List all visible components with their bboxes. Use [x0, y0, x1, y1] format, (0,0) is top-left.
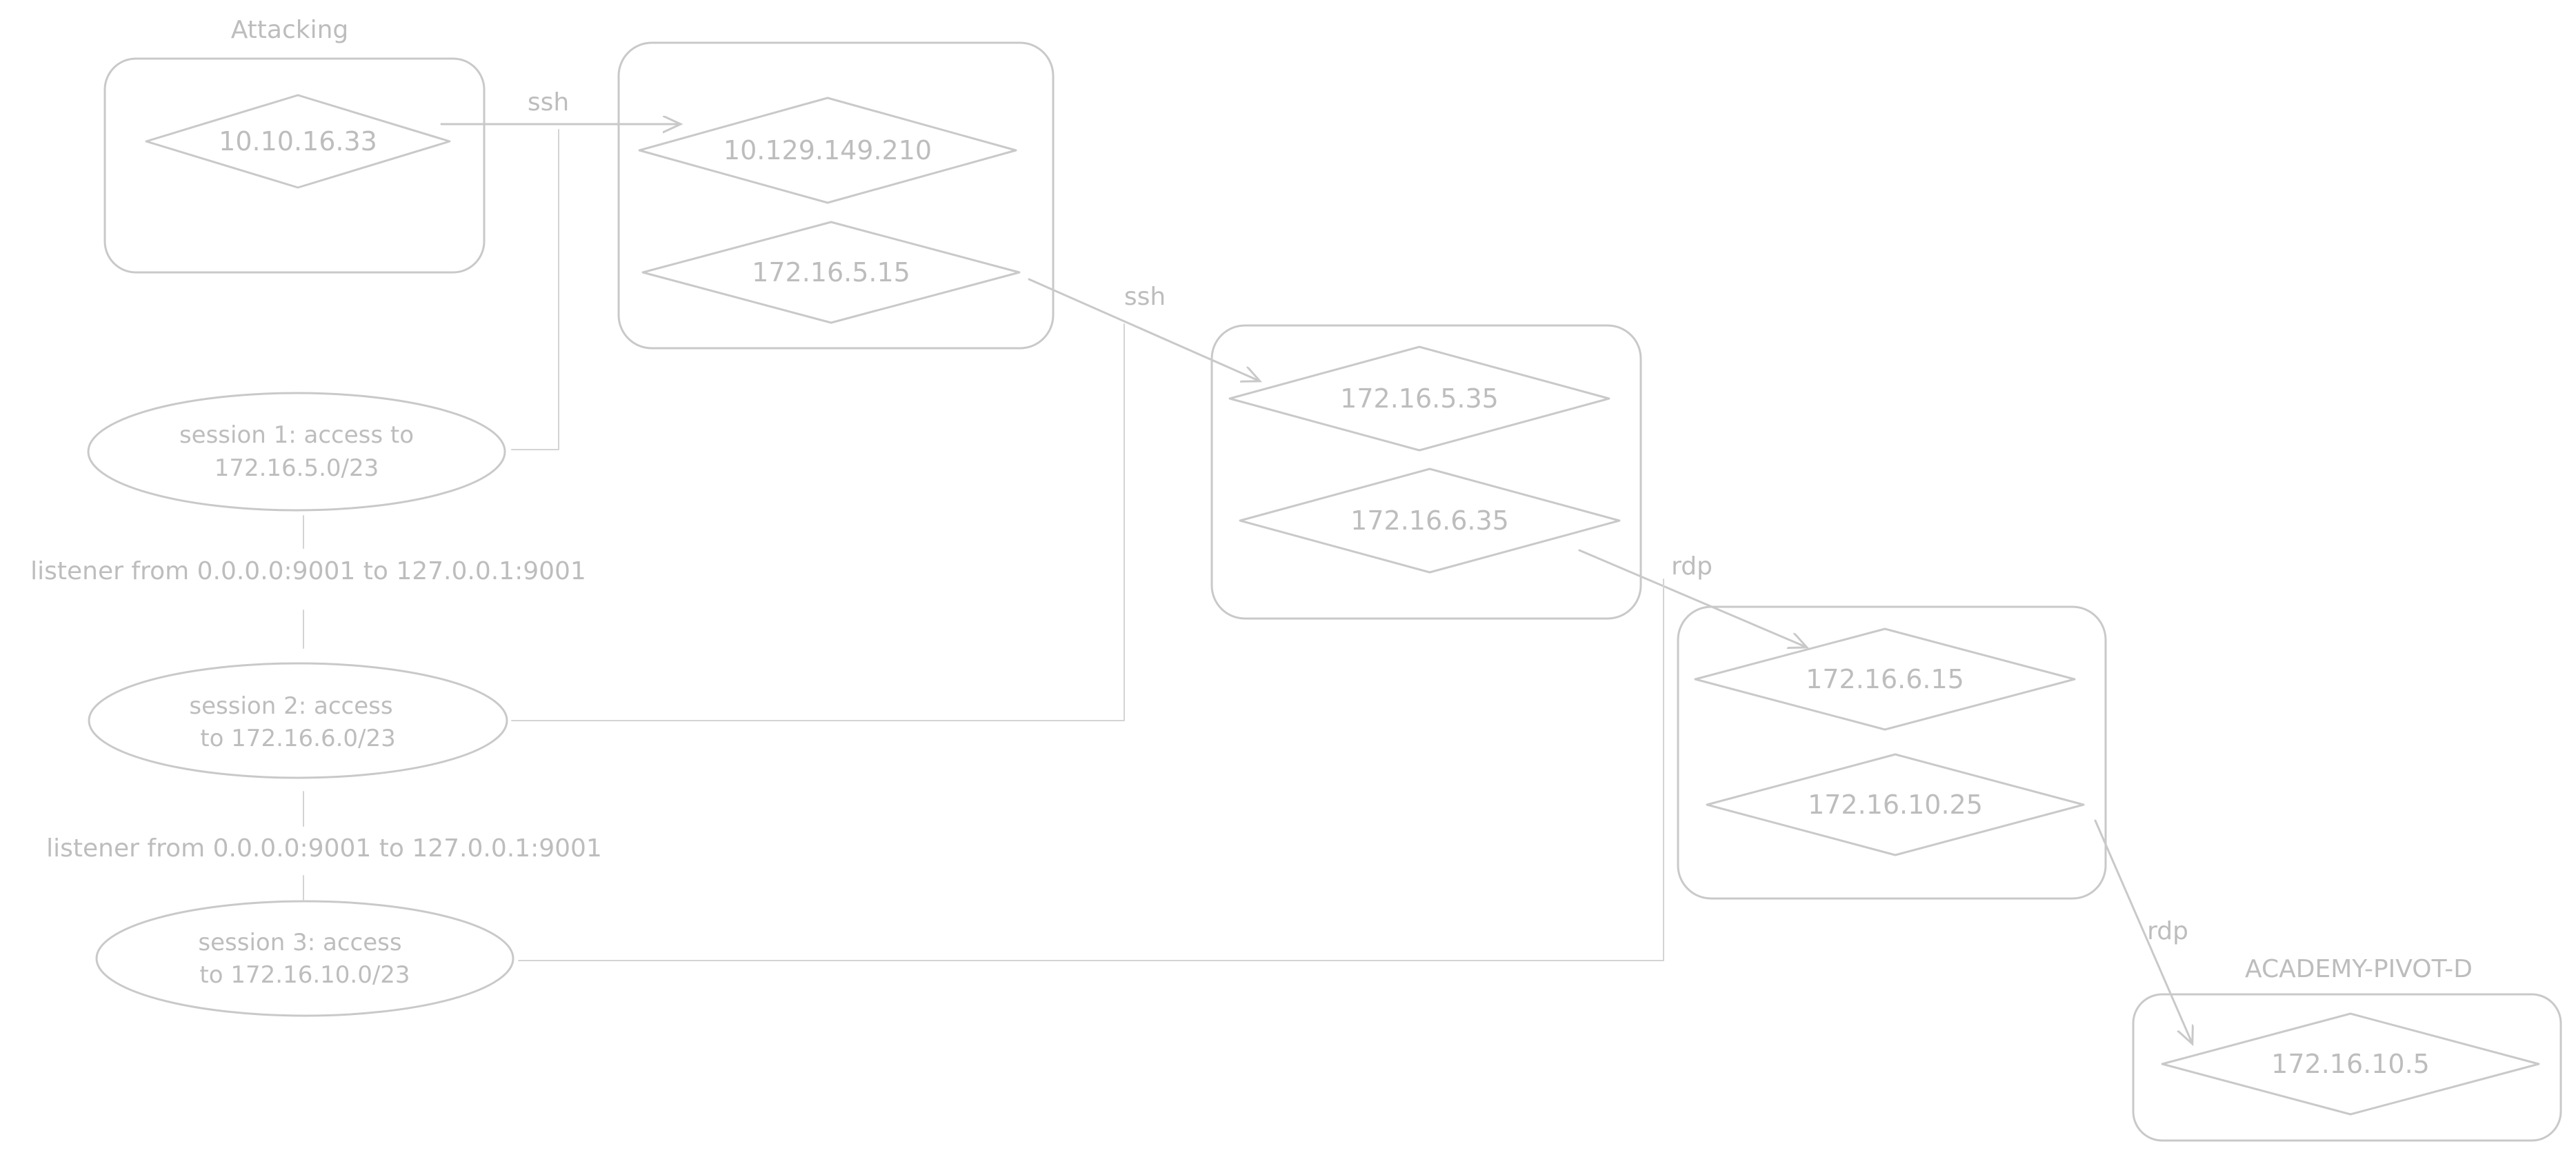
- host-attacker: 10.10.16.33: [145, 94, 451, 189]
- host-diamond: [145, 94, 451, 189]
- session-1-link: [511, 129, 559, 450]
- host-ip: 172.16.6.15: [1806, 664, 1964, 694]
- host-diamond: [1228, 345, 1610, 452]
- attacking-box: [103, 57, 486, 274]
- connection-label: rdp: [2147, 917, 2188, 945]
- host-ip: 172.16.10.25: [1808, 790, 1983, 820]
- connection-arrow: [2094, 819, 2192, 1043]
- pivot-d-label: ACADEMY-PIVOT-D: [2245, 955, 2473, 983]
- session-text-line1: session 1: access to: [179, 421, 414, 449]
- session-ellipse: [87, 392, 506, 512]
- host-ip: 172.16.6.35: [1350, 505, 1509, 536]
- connection-label: rdp: [1671, 552, 1713, 581]
- host-ip: 172.16.10.5: [2271, 1049, 2430, 1079]
- connection-label: ssh: [1124, 283, 1166, 311]
- session-text-line2: to 172.16.6.0/23: [200, 725, 396, 752]
- session-2: session 2: access to 172.16.6.0/23: [88, 662, 508, 779]
- session-1: session 1: access to 172.16.5.0/23: [87, 392, 506, 512]
- host-diamond: [1706, 753, 2085, 856]
- session-text-line2: 172.16.5.0/23: [214, 454, 379, 482]
- host-diamond: [641, 221, 1021, 324]
- session-text-line2: to 172.16.10.0/23: [199, 961, 410, 989]
- session-3-link: [518, 579, 1664, 961]
- host-diamond: [2161, 1012, 2540, 1116]
- host-pivot3-a: 172.16.6.15: [1694, 627, 2076, 731]
- attacking-group: Attacking: [103, 16, 486, 274]
- connection-arrow: [1028, 278, 1259, 381]
- pivot-d-group: ACADEMY-PIVOT-D: [2132, 955, 2562, 1142]
- listener-label-2: listener from 0.0.0.0:9001 to 127.0.0.1:…: [46, 834, 602, 863]
- host-pivot1-external: 10.129.149.210: [638, 97, 1017, 204]
- listener-label-1: listener from 0.0.0.0:9001 to 127.0.0.1:…: [30, 557, 586, 585]
- connection-ssh-1: ssh: [440, 88, 679, 124]
- session-3: session 3: access to 172.16.10.0/23: [95, 900, 515, 1017]
- session-2-link: [511, 323, 1125, 721]
- session-ellipse: [95, 900, 515, 1017]
- host-ip: 10.129.149.210: [723, 135, 932, 165]
- connection-arrow: [1578, 549, 1806, 647]
- host-diamond: [1239, 468, 1621, 574]
- pivot3-box: [1677, 605, 2107, 900]
- session-ellipse: [88, 662, 508, 779]
- pivot1-box: [617, 41, 1055, 350]
- pivot-d-box: [2132, 993, 2562, 1142]
- connection-rdp-1: rdp: [1578, 549, 1806, 647]
- session-text-line1: session 2: access: [189, 692, 392, 720]
- host-pivot2-a: 172.16.5.35: [1228, 345, 1610, 452]
- host-diamond: [638, 97, 1017, 204]
- host-diamond: [1694, 627, 2076, 731]
- host-ip: 10.10.16.33: [219, 126, 377, 157]
- host-ip: 172.16.5.35: [1340, 383, 1499, 414]
- attacking-group-label: Attacking: [231, 16, 349, 44]
- host-pivot1-internal: 172.16.5.15: [641, 221, 1021, 324]
- pivot2-box: [1210, 324, 1642, 620]
- host-pivot3-b: 172.16.10.25: [1706, 753, 2085, 856]
- host-target: 172.16.10.5: [2161, 1012, 2540, 1116]
- host-pivot2-b: 172.16.6.35: [1239, 468, 1621, 574]
- host-ip: 172.16.5.15: [752, 257, 910, 288]
- connection-label: ssh: [528, 88, 569, 117]
- connection-rdp-2: rdp: [2094, 819, 2192, 1043]
- session-text-line1: session 3: access: [198, 929, 401, 956]
- connection-ssh-2: ssh: [1028, 278, 1259, 381]
